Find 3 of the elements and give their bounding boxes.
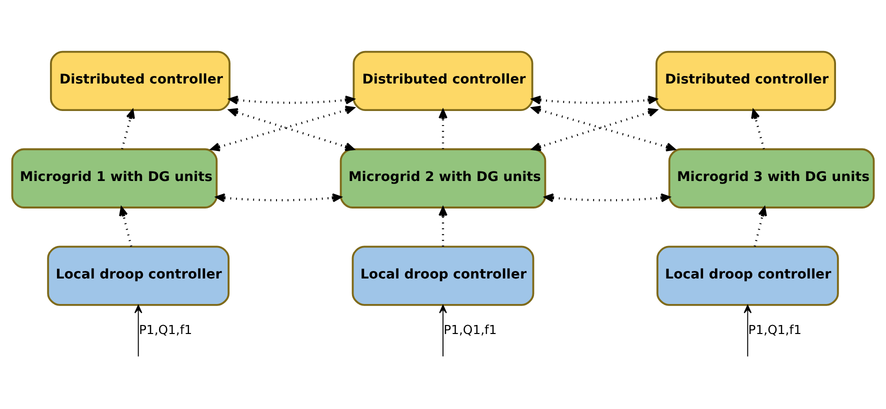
edge-label: P1,Q1,f1 <box>748 322 802 337</box>
edge-label: P1,Q1,f1 <box>138 322 192 337</box>
edge-label: P1,Q1,f1 <box>444 322 497 337</box>
